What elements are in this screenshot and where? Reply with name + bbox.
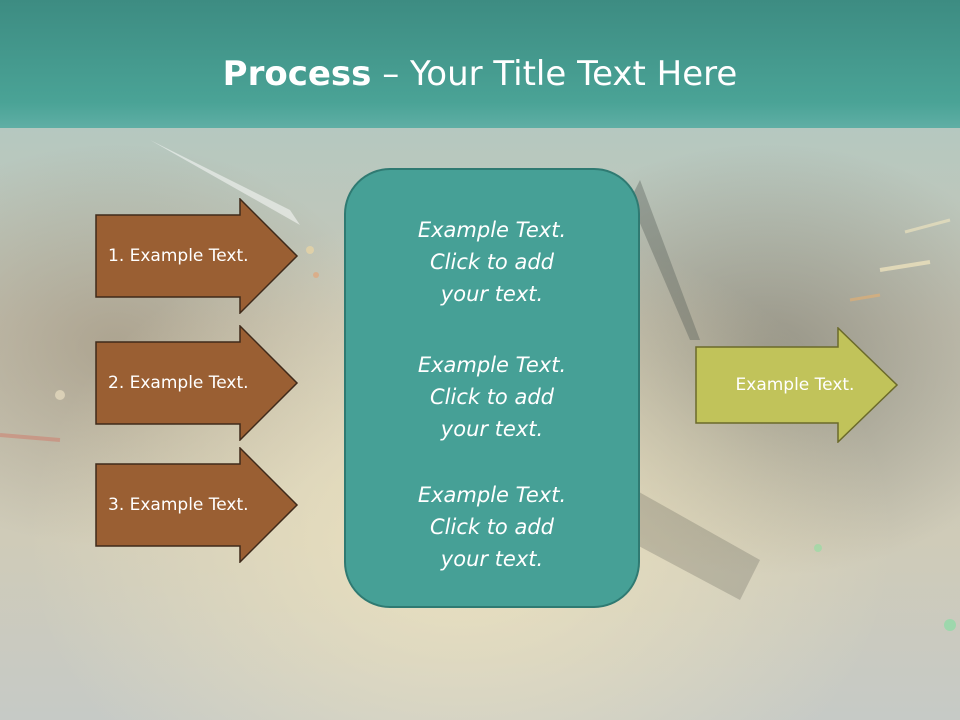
left-arrow-3[interactable]: 3. Example Text. xyxy=(95,447,300,563)
block-line-2: Click to add xyxy=(429,250,554,274)
title-dash: – xyxy=(371,54,411,94)
title-bold: Process xyxy=(222,54,372,94)
left-arrow-2[interactable]: 2. Example Text. xyxy=(95,325,300,441)
block-line-1: Example Text. xyxy=(417,353,567,377)
right-arrow-shape xyxy=(695,327,899,443)
title-rest: Your Title Text Here xyxy=(410,54,738,94)
block-line-3: your text. xyxy=(440,547,544,571)
left-arrow-shape xyxy=(95,198,299,314)
block-line-3: your text. xyxy=(440,417,544,441)
block-line-2: Click to add xyxy=(429,385,554,409)
block-line-3: your text. xyxy=(440,282,544,306)
center-text-block-1: Example Text. Click to add your text. xyxy=(346,214,638,310)
left-arrow-label: 1. Example Text. xyxy=(108,246,249,266)
block-line-1: Example Text. xyxy=(417,483,567,507)
block-line-2: Click to add xyxy=(429,515,554,539)
block-line-1: Example Text. xyxy=(417,218,567,242)
slide-title[interactable]: Process – Your Title Text Here xyxy=(0,52,960,96)
center-text-block-3: Example Text. Click to add your text. xyxy=(346,479,638,575)
left-arrow-label: 3. Example Text. xyxy=(108,495,249,515)
title-band xyxy=(0,0,960,128)
center-text-box[interactable]: Example Text. Click to add your text. Ex… xyxy=(344,168,640,608)
center-text-block-2: Example Text. Click to add your text. xyxy=(346,349,638,445)
left-arrow-shape xyxy=(95,325,299,441)
left-arrow-label: 2. Example Text. xyxy=(108,373,249,393)
left-arrow-shape xyxy=(95,447,299,563)
right-arrow-label: Example Text. xyxy=(735,375,855,395)
right-arrow[interactable]: Example Text. xyxy=(695,327,900,443)
left-arrow-1[interactable]: 1. Example Text. xyxy=(95,198,300,314)
